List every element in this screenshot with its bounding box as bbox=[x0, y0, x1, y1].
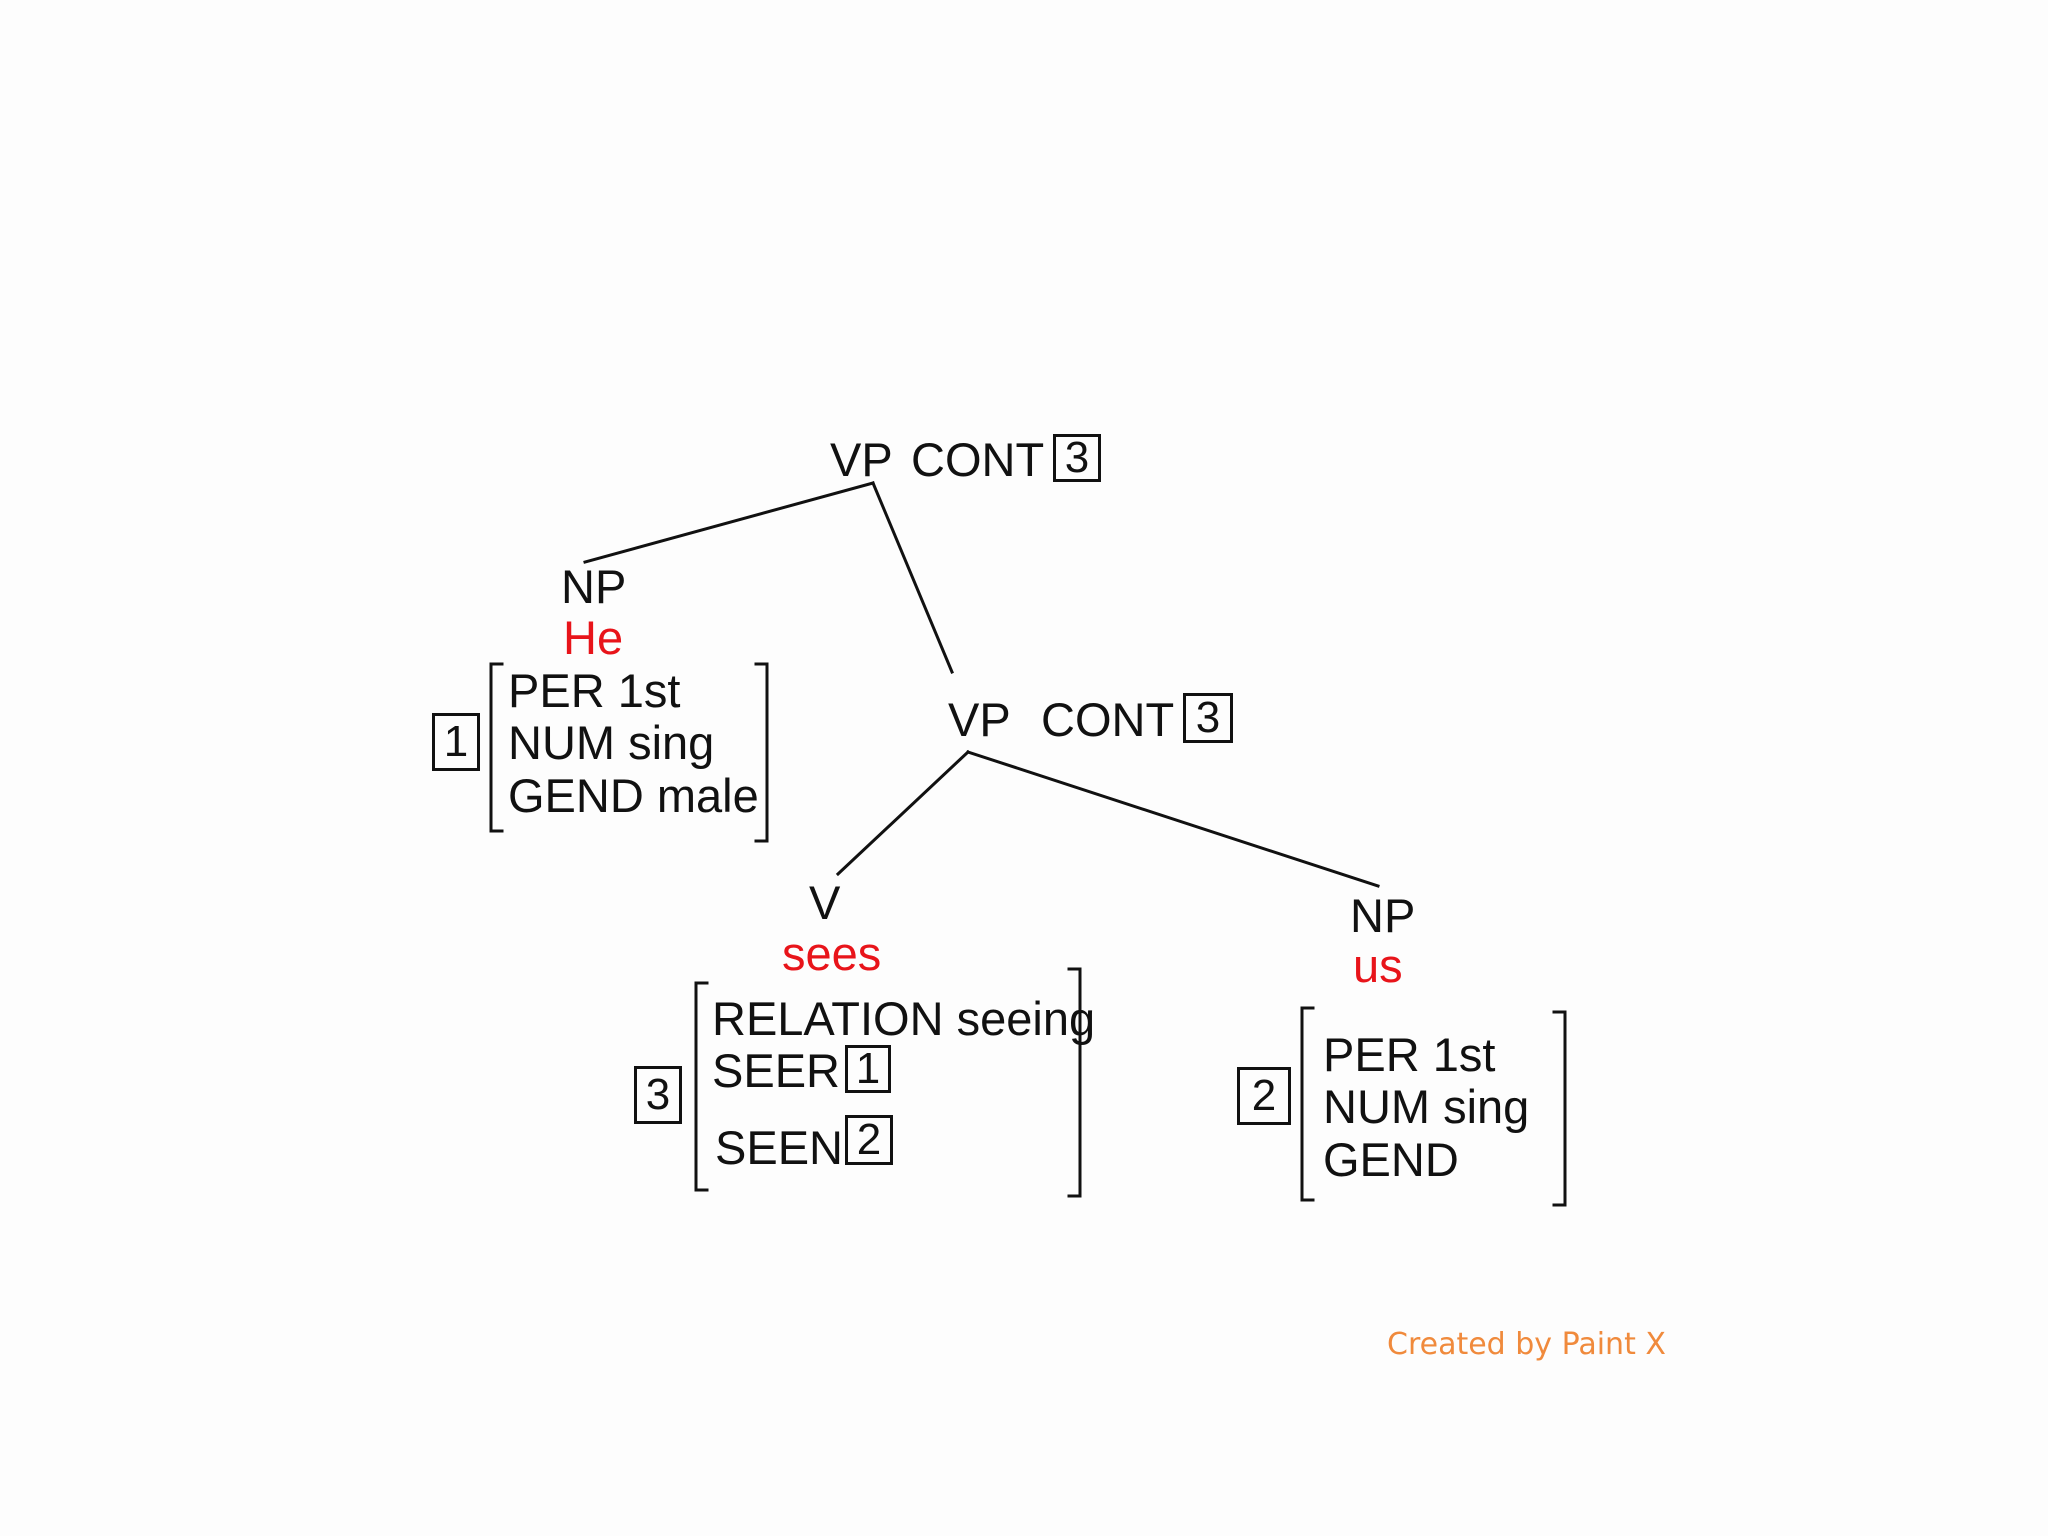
subject-category: NP bbox=[561, 560, 627, 613]
vp-feature: CONT bbox=[1041, 693, 1175, 746]
object-tag: 2 bbox=[1237, 1067, 1291, 1125]
subject-word: He bbox=[563, 611, 624, 664]
object-avm-right-bracket bbox=[1552, 1010, 1567, 1207]
object-avm-per: PER 1st bbox=[1323, 1028, 1496, 1081]
verb-avm-seen-tag: 2 bbox=[845, 1115, 893, 1165]
vp-tag: 3 bbox=[1183, 693, 1233, 743]
verb-avm-seen-label: SEEN bbox=[715, 1121, 843, 1174]
subject-avm-per: PER 1st bbox=[508, 664, 681, 717]
branch-root-to-vp bbox=[871, 481, 954, 674]
branch-root-to-np bbox=[583, 481, 875, 564]
subject-avm-left-bracket bbox=[489, 662, 504, 833]
verb-tag: 3 bbox=[634, 1066, 682, 1124]
credit-text: Created by Paint X bbox=[1387, 1327, 1666, 1362]
root-tag: 3 bbox=[1053, 434, 1101, 482]
object-category: NP bbox=[1350, 889, 1416, 942]
verb-avm-left-bracket bbox=[694, 981, 709, 1192]
object-avm-left-bracket bbox=[1300, 1006, 1315, 1202]
subject-avm-num: NUM sing bbox=[508, 716, 715, 769]
verb-word: sees bbox=[782, 927, 882, 980]
subject-tag: 1 bbox=[432, 713, 480, 771]
vp-category: VP bbox=[948, 693, 1011, 746]
subject-avm-gend: GEND male bbox=[508, 769, 759, 822]
verb-avm-right-bracket bbox=[1067, 967, 1082, 1198]
verb-avm-relation: RELATION seeing bbox=[712, 992, 1096, 1045]
verb-avm-seer-label: SEER bbox=[712, 1044, 840, 1097]
object-word: us bbox=[1353, 939, 1403, 992]
subject-avm-right-bracket bbox=[754, 662, 769, 843]
verb-category: V bbox=[809, 876, 841, 929]
branch-vp-to-v bbox=[835, 749, 971, 877]
object-avm-num: NUM sing bbox=[1323, 1080, 1530, 1133]
object-avm-gend: GEND bbox=[1323, 1133, 1459, 1186]
verb-avm-seer-tag: 1 bbox=[845, 1045, 891, 1093]
branch-vp-to-np bbox=[966, 750, 1380, 888]
root-feature: CONT bbox=[911, 433, 1045, 486]
root-category: VP bbox=[830, 433, 893, 486]
